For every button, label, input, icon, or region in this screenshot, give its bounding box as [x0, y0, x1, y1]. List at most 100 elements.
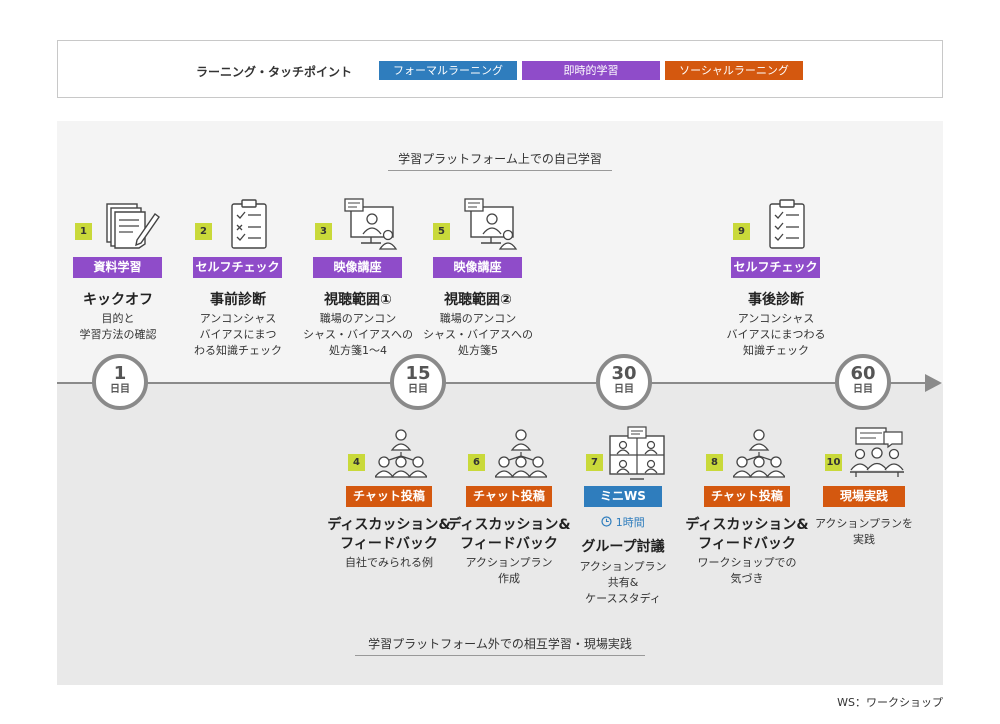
desc-line: アクションプラン — [465, 556, 553, 569]
tag-self-check: セルフチェック — [193, 257, 282, 278]
mutual-learning-area — [57, 384, 943, 685]
tag-mini-ws: ミニWS — [584, 486, 662, 507]
step-title: 視聴範囲① — [324, 292, 392, 308]
section-bottom-text: 学習プラットフォーム外での相互学習・現場実践 — [368, 637, 632, 651]
day-number: 30 — [611, 363, 637, 384]
video-meeting-icon — [609, 426, 665, 480]
title-line: ディスカッション& — [447, 517, 571, 533]
section-top-text: 学習プラットフォーム上での自己学習 — [398, 152, 602, 166]
desc-line: ワークショップでの — [697, 556, 797, 569]
step-number: 10 — [825, 454, 842, 471]
desc-line: 学習方法の確認 — [79, 328, 157, 341]
day-marker-15: 15 日目 — [390, 354, 446, 410]
section-label-top: 学習プラットフォーム上での自己学習 — [388, 150, 612, 171]
step-number: 6 — [468, 454, 485, 471]
step-title: ディスカッション& フィードバック — [680, 516, 814, 554]
step-description: 職場のアンコン シャス・バイアスへの 処方箋5 — [415, 311, 541, 359]
desc-line: 処方箋5 — [458, 344, 498, 357]
desc-line: 共有& — [607, 576, 639, 589]
title-line: フィードバック — [698, 536, 796, 552]
day-unit: 日目 — [110, 384, 130, 395]
step-number: 8 — [706, 454, 723, 471]
tag-material-learning: 資料学習 — [73, 257, 162, 278]
step-description: アンコンシャス バイアスにまつ わる知識チェック — [175, 311, 301, 359]
tag-chat-post: チャット投稿 — [466, 486, 552, 507]
step-description: アクションプラン 共有& ケーススタディ — [561, 559, 685, 607]
desc-line: わる知識チェック — [194, 344, 282, 357]
section-label-bottom: 学習プラットフォーム外での相互学習・現場実践 — [355, 635, 645, 656]
desc-line: 実践 — [853, 533, 875, 546]
desc-line: シャス・バイアスへの — [423, 328, 533, 341]
desc-line: バイアスにまつ — [199, 328, 277, 341]
tag-video-lecture: 映像講座 — [313, 257, 402, 278]
video-lecture-icon — [344, 198, 398, 250]
desc-line: アンコンシャス — [737, 312, 815, 325]
step-number: 3 — [315, 223, 332, 240]
tag-chat-post: チャット投稿 — [704, 486, 790, 507]
step-number: 2 — [195, 223, 212, 240]
documents-pen-icon — [106, 203, 160, 249]
step-title: 事前診断 — [210, 292, 266, 308]
desc-line: アクションプランを — [814, 517, 914, 530]
step-description: ワークショップでの 気づき — [680, 555, 814, 587]
day-unit: 日目 — [614, 384, 634, 395]
clock-icon — [601, 516, 612, 527]
day-number: 1 — [113, 363, 127, 384]
timeline-line — [57, 382, 929, 384]
step-title: キックオフ — [83, 292, 153, 308]
legend-social: ソーシャルラーニング — [665, 61, 803, 80]
legend-box: ラーニング・タッチポイント フォーマルラーニング 即時的学習 ソーシャルラーニン… — [57, 40, 943, 98]
desc-line: アンコンシャス — [199, 312, 277, 325]
desc-line: 目的と — [101, 312, 135, 325]
day-unit: 日目 — [408, 384, 428, 395]
legend-formal: フォーマルラーニング — [379, 61, 517, 80]
title-line: ディスカッション& — [685, 517, 809, 533]
desc-line: 自社でみられる例 — [345, 556, 433, 569]
tag-video-lecture: 映像講座 — [433, 257, 522, 278]
tag-field-practice: 現場実践 — [823, 486, 905, 507]
people-network-icon — [495, 429, 547, 478]
desc-line: 職場のアンコン — [439, 312, 517, 325]
step-title: グループ討議 — [581, 539, 665, 555]
footnote: WS：ワークショップ — [837, 696, 943, 709]
team-meeting-icon — [850, 427, 904, 477]
step-description: 職場のアンコン シャス・バイアスへの 処方箋1～4 — [295, 311, 421, 359]
step-number: 4 — [348, 454, 365, 471]
checklist-clipboard-icon — [769, 199, 805, 249]
desc-line: バイアスにまつわる — [726, 328, 826, 341]
duration-text: 1時間 — [615, 516, 645, 529]
title-line: ディスカッション& — [327, 517, 451, 533]
title-line: フィードバック — [460, 536, 558, 552]
legend-instant: 即時的学習 — [522, 61, 660, 80]
title-line: フィードバック — [340, 536, 438, 552]
step-description: アンコンシャス バイアスにまつわる 知識チェック — [713, 311, 839, 359]
desc-line: 知識チェック — [743, 344, 809, 357]
step-title: ディスカッション& フィードバック — [322, 516, 456, 554]
step-number: 7 — [586, 454, 603, 471]
desc-line: 気づき — [730, 572, 764, 585]
desc-line: 職場のアンコン — [319, 312, 397, 325]
step-description: アクションプランを 実践 — [800, 516, 928, 548]
day-marker-30: 30 日目 — [596, 354, 652, 410]
step-description: 目的と 学習方法の確認 — [55, 311, 181, 343]
day-marker-60: 60 日目 — [835, 354, 891, 410]
step-description: 自社でみられる例 — [322, 555, 456, 571]
checklist-clipboard-icon — [231, 199, 267, 249]
day-marker-1: 1 日目 — [92, 354, 148, 410]
duration-label: 1時間 — [584, 514, 662, 530]
step-title: 視聴範囲② — [444, 292, 512, 308]
desc-line: 処方箋1～4 — [329, 344, 387, 357]
step-title: ディスカッション& フィードバック — [442, 516, 576, 554]
step-description: アクションプラン 作成 — [442, 555, 576, 587]
step-number: 5 — [433, 223, 450, 240]
people-network-icon — [733, 429, 785, 478]
step-title: 事後診断 — [748, 292, 804, 308]
video-lecture-icon — [464, 198, 518, 250]
step-number: 1 — [75, 223, 92, 240]
tag-chat-post: チャット投稿 — [346, 486, 432, 507]
tag-self-check: セルフチェック — [731, 257, 820, 278]
desc-line: 作成 — [498, 572, 520, 585]
desc-line: ケーススタディ — [585, 592, 661, 605]
day-unit: 日目 — [853, 384, 873, 395]
legend-title: ラーニング・タッチポイント — [196, 65, 353, 79]
